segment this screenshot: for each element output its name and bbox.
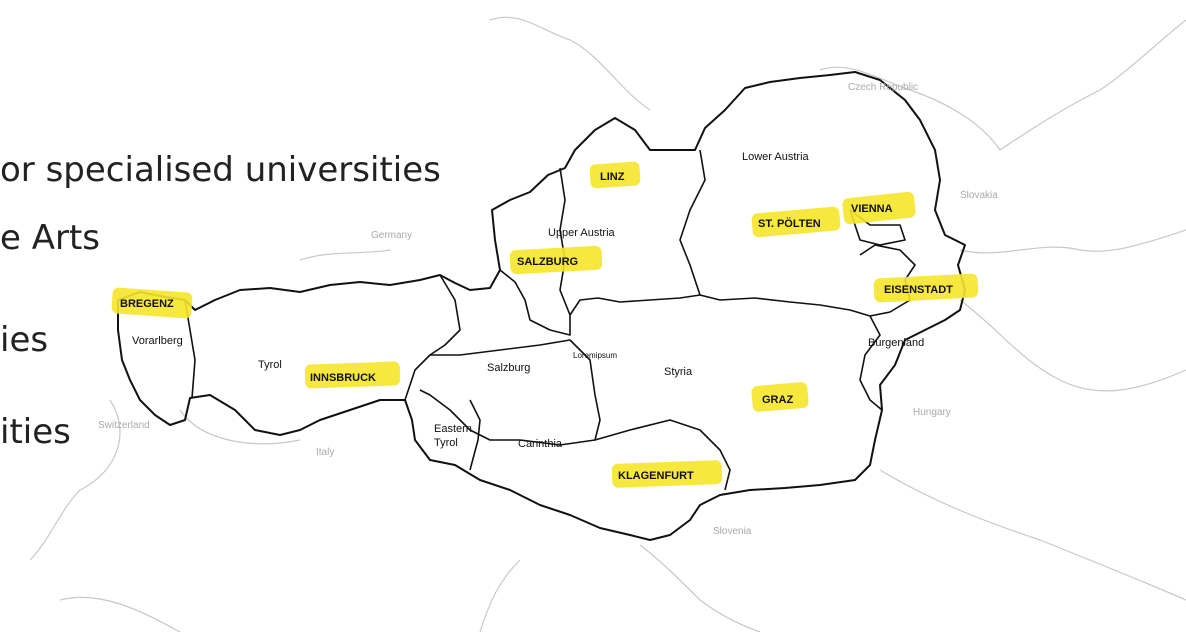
label-carinthia: Carinthia [518,438,563,450]
bullet-line-3: ies [0,320,49,360]
label-city-vienna: VIENNA [851,203,893,215]
label-vorarlberg: Vorarlberg [132,335,183,347]
austria-outline [117,71,966,541]
label-city-linz: LINZ [600,171,625,183]
bullet-line-4: ities [0,412,71,452]
bullet-line-2: e Arts [0,218,101,258]
label-city-salzburg: SALZBURG [517,256,578,268]
label-city-graz: GRAZ [762,394,793,406]
bullet-line-1: or specialised universities [0,150,441,190]
label-eastern-tyrol-line1: Eastern [434,423,472,435]
label-city-innsbruck: INNSBRUCK [310,372,376,384]
label-city-eisenstadt: EISENSTADT [884,284,953,296]
label-germany: Germany [371,230,412,241]
label-slovakia: Slovakia [960,190,998,201]
state-borders [184,149,916,491]
label-loremipsum: Loremipsum [573,351,617,360]
neighbor-borders [29,16,1186,632]
label-eastern-tyrol-line2: Tyrol [434,437,458,449]
label-styria: Styria [664,366,693,378]
label-czech-republic: Czech Republic [848,82,918,93]
label-switzerland: Switzerland [98,420,150,431]
label-upper-austria: Upper Austria [548,227,616,239]
label-city-klagenfurt: KLAGENFURT [618,470,694,482]
label-hungary: Hungary [913,407,951,418]
label-slovenia: Slovenia [713,526,752,537]
label-tyrol: Tyrol [258,359,282,371]
label-lower-austria: Lower Austria [742,151,810,163]
label-salzburg-state: Salzburg [487,362,530,374]
label-city-st-polten: ST. PÖLTEN [758,217,821,230]
label-city-bregenz: BREGENZ [120,298,174,310]
city-highlights [111,161,979,488]
label-italy: Italy [316,447,334,458]
label-burgenland: Burgenland [868,337,924,349]
